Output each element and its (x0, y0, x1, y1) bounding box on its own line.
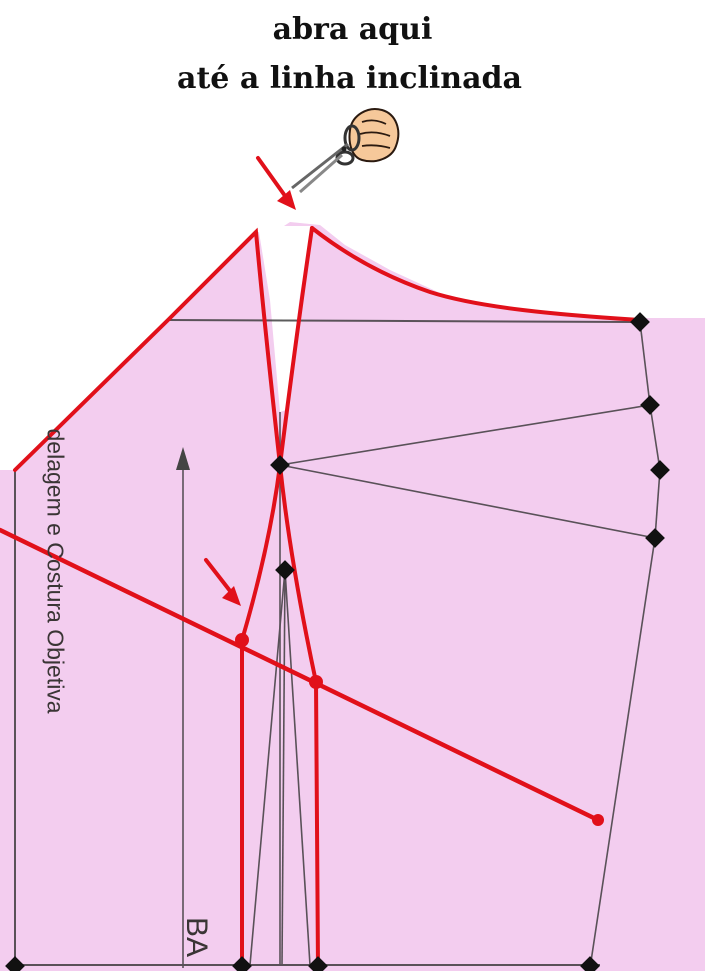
arrow-down-right-icon (204, 558, 241, 606)
pattern-lines (0, 226, 642, 970)
arrow-up-icon (176, 447, 190, 470)
instruction-line-1: abra aqui (272, 12, 433, 47)
scissors-icon (291, 108, 400, 194)
instruction-line-2: até a linha inclinada (177, 61, 522, 96)
dart-opening (258, 226, 312, 412)
watermark-text: delagem e Costura Objetiva (42, 428, 69, 714)
pattern-paper (0, 222, 705, 971)
pattern-points (235, 633, 604, 826)
draft-lines (14, 319, 661, 969)
bottom-label: BA (180, 916, 214, 958)
arrow-down-right-icon (256, 156, 296, 210)
